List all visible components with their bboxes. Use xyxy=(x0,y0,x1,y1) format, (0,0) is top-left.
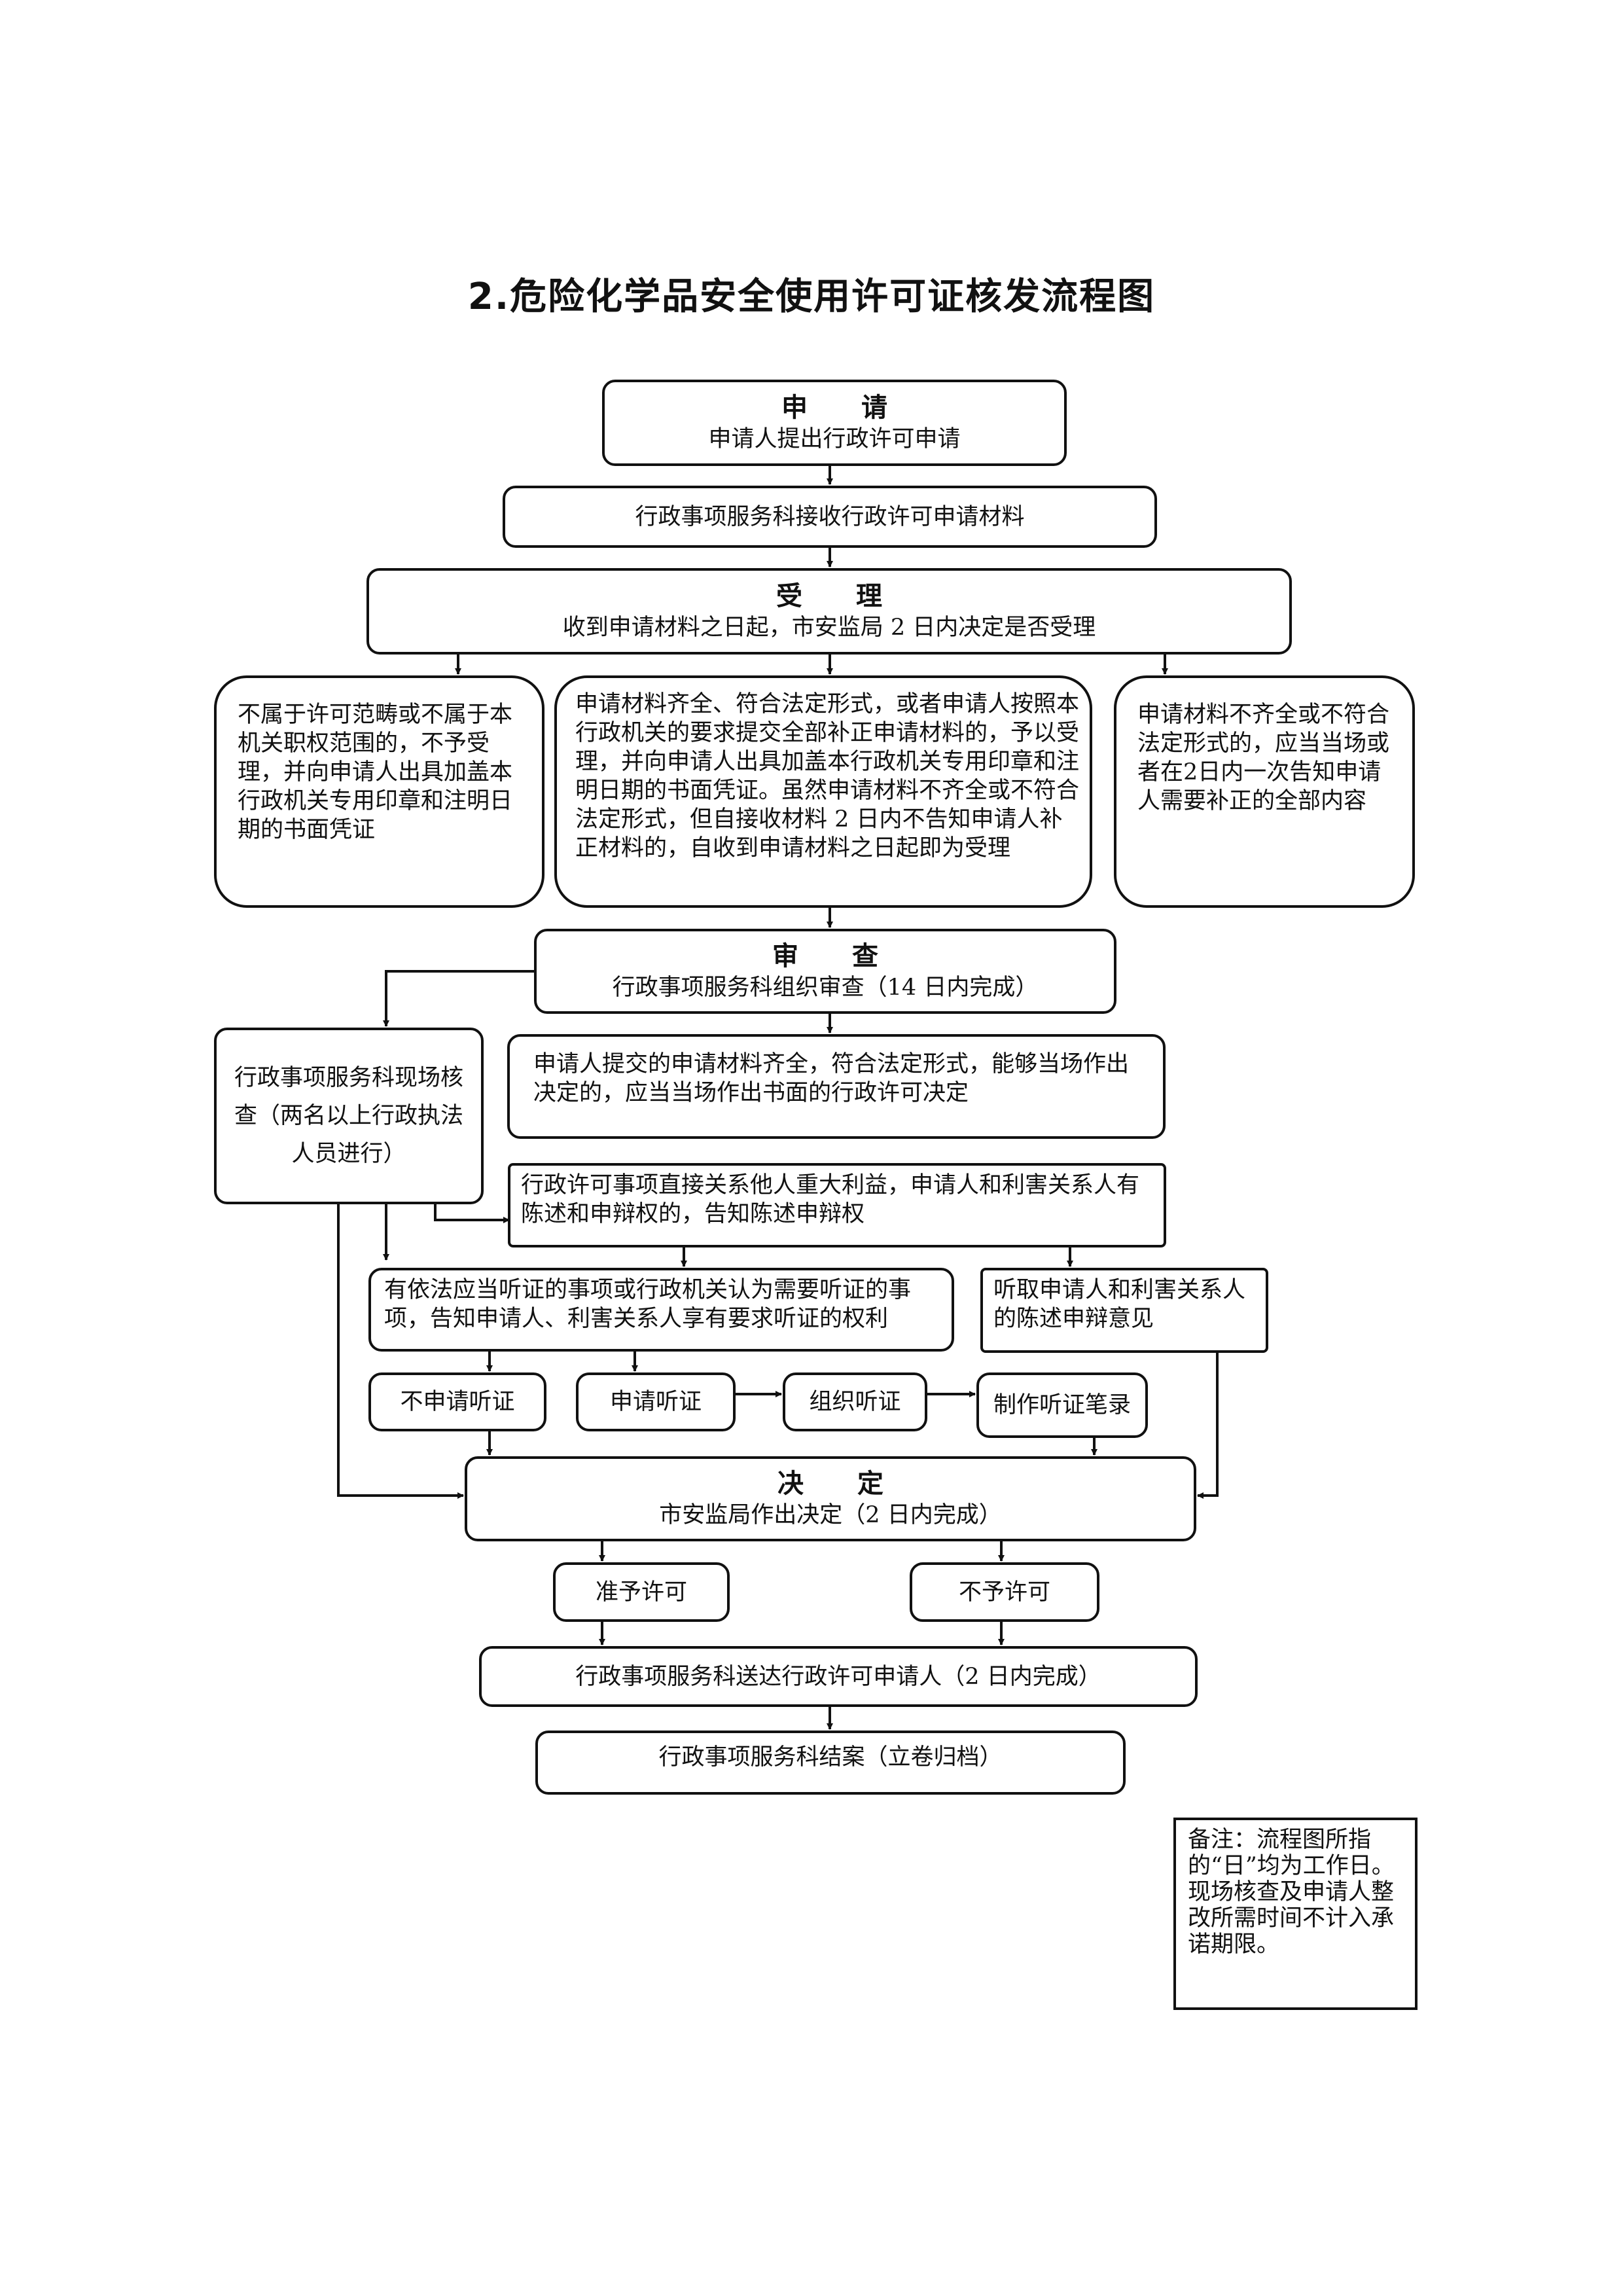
node-hearing-record: 制作听证笔录 xyxy=(976,1372,1148,1438)
node-organize-hearing-text: 组织听证 xyxy=(809,1389,901,1415)
node-statement-right: 行政许可事项直接关系他人重大利益，申请人和利害关系人有陈述和申辩权的，告知陈述申… xyxy=(508,1163,1166,1247)
node-grant: 准予许可 xyxy=(553,1562,730,1622)
note-text: 备注：流程图所指的“日”均为工作日。 现场核查及申请人整改所需时间不计入承诺期限… xyxy=(1188,1827,1395,1958)
node-accept-complete: 申请材料齐全、符合法定形式，或者申请人按照本行政机关的要求提交全部补正申请材料的… xyxy=(554,675,1092,908)
arrow-onsite-to-decision xyxy=(337,1203,464,1499)
arrow-onsite-to-statement xyxy=(434,1203,510,1223)
node-review-heading: 审 查 xyxy=(772,941,901,971)
node-hear-opinion: 听取申请人和利害关系人的陈述申辩意见 xyxy=(980,1268,1268,1353)
node-apply: 申 请 申请人提出行政许可申请 xyxy=(602,380,1067,466)
node-supplement-text: 申请材料不齐全或不符合法定形式的，应当当场或者在2日内一次告知申请人需要补正的全… xyxy=(1137,702,1390,814)
node-apply-heading: 申 请 xyxy=(781,393,910,423)
node-accept: 受 理 收到申请材料之日起，市安监局 2 日内决定是否受理 xyxy=(366,568,1292,655)
node-supplement: 申请材料不齐全或不符合法定形式的，应当当场或者在2日内一次告知申请人需要补正的全… xyxy=(1114,675,1415,908)
node-hearing-right-text: 有依法应当听证的事项或行政机关认为需要听证的事项，告知申请人、利害关系人享有要求… xyxy=(384,1277,912,1332)
node-close-text: 行政事项服务科结案（立卷归档） xyxy=(658,1744,1003,1770)
node-reject-scope: 不属于许可范畴或不属于本机关职权范围的，不予受理，并向申请人出具加盖本行政机关专… xyxy=(214,675,544,908)
node-receive: 行政事项服务科接收行政许可申请材料 xyxy=(503,486,1157,548)
page-title: 2.危险化学品安全使用许可证核发流程图 xyxy=(467,276,1156,318)
node-reject-scope-text: 不属于许可范畴或不属于本机关职权范围的，不予受理，并向申请人出具加盖本行政机关专… xyxy=(238,702,513,843)
node-accept-sub: 收到申请材料之日起，市安监局 2 日内决定是否受理 xyxy=(562,615,1096,641)
node-decision: 决 定 市安监局作出决定（2 日内完成） xyxy=(465,1456,1196,1541)
node-spot-decision: 申请人提交的申请材料齐全，符合法定形式，能够当场作出决定的，应当当场作出书面的行… xyxy=(507,1034,1166,1139)
node-hearing-right: 有依法应当听证的事项或行政机关认为需要听证的事项，告知申请人、利害关系人享有要求… xyxy=(368,1268,954,1352)
node-request-hearing-text: 申请听证 xyxy=(609,1389,702,1415)
node-request-hearing: 申请听证 xyxy=(576,1372,736,1431)
node-decision-heading: 决 定 xyxy=(777,1469,906,1499)
node-statement-right-text: 行政许可事项直接关系他人重大利益，申请人和利害关系人有陈述和申辩权的，告知陈述申… xyxy=(521,1172,1140,1227)
node-review-sub: 行政事项服务科组织审查（14 日内完成） xyxy=(612,975,1039,1001)
node-close: 行政事项服务科结案（立卷归档） xyxy=(535,1731,1126,1795)
note-box: 备注：流程图所指的“日”均为工作日。 现场核查及申请人整改所需时间不计入承诺期限… xyxy=(1173,1818,1418,2010)
node-onsite: 行政事项服务科现场核查（两名以上行政执法人员进行） xyxy=(214,1028,484,1204)
node-onsite-text: 行政事项服务科现场核查（两名以上行政执法人员进行） xyxy=(234,1065,463,1167)
node-deliver-text: 行政事项服务科送达行政许可申请人（2 日内完成） xyxy=(575,1663,1101,1690)
arrow-opinion-to-decision xyxy=(1197,1352,1219,1499)
node-apply-sub: 申请人提出行政许可申请 xyxy=(708,426,961,452)
node-hear-opinion-text: 听取申请人和利害关系人的陈述申辩意见 xyxy=(993,1277,1246,1332)
node-no-hearing: 不申请听证 xyxy=(368,1372,546,1431)
node-organize-hearing: 组织听证 xyxy=(783,1372,927,1431)
node-accept-complete-text: 申请材料齐全、符合法定形式，或者申请人按照本行政机关的要求提交全部补正申请材料的… xyxy=(575,691,1080,861)
node-no-hearing-text: 不申请听证 xyxy=(400,1389,515,1415)
node-receive-text: 行政事项服务科接收行政许可申请材料 xyxy=(635,503,1025,530)
node-deliver: 行政事项服务科送达行政许可申请人（2 日内完成） xyxy=(479,1646,1198,1707)
node-review: 审 查 行政事项服务科组织审查（14 日内完成） xyxy=(534,929,1116,1014)
node-hearing-record-text: 制作听证笔录 xyxy=(993,1392,1131,1418)
node-grant-text: 准予许可 xyxy=(595,1579,687,1605)
node-accept-heading: 受 理 xyxy=(776,581,904,611)
node-deny-text: 不予许可 xyxy=(958,1579,1050,1605)
node-spot-decision-text: 申请人提交的申请材料齐全，符合法定形式，能够当场作出决定的，应当当场作出书面的行… xyxy=(533,1051,1130,1106)
arrow-review-to-onsite xyxy=(383,970,535,1027)
node-deny: 不予许可 xyxy=(910,1562,1099,1622)
node-decision-sub: 市安监局作出决定（2 日内完成） xyxy=(659,1502,1002,1528)
